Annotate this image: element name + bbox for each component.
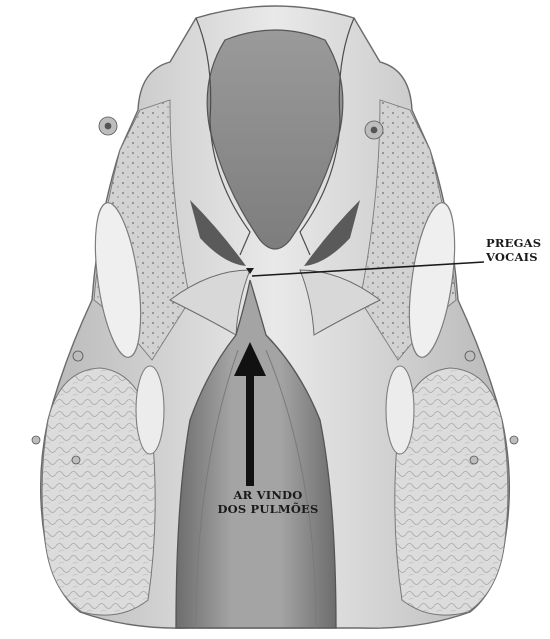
airflow-label-line2: DOS PULMÕES bbox=[213, 502, 323, 516]
left-lower-cartilage bbox=[136, 366, 164, 454]
vocal-folds-label-line1: PREGAS bbox=[486, 236, 541, 250]
vocal-folds-label: PREGAS VOCAIS bbox=[486, 236, 541, 264]
airflow-label: AR VINDO DOS PULMÕES bbox=[213, 488, 323, 516]
airflow-label-line1: AR VINDO bbox=[213, 488, 323, 502]
vocal-folds-label-line2: VOCAIS bbox=[486, 250, 541, 264]
right-lower-cartilage bbox=[386, 366, 414, 454]
